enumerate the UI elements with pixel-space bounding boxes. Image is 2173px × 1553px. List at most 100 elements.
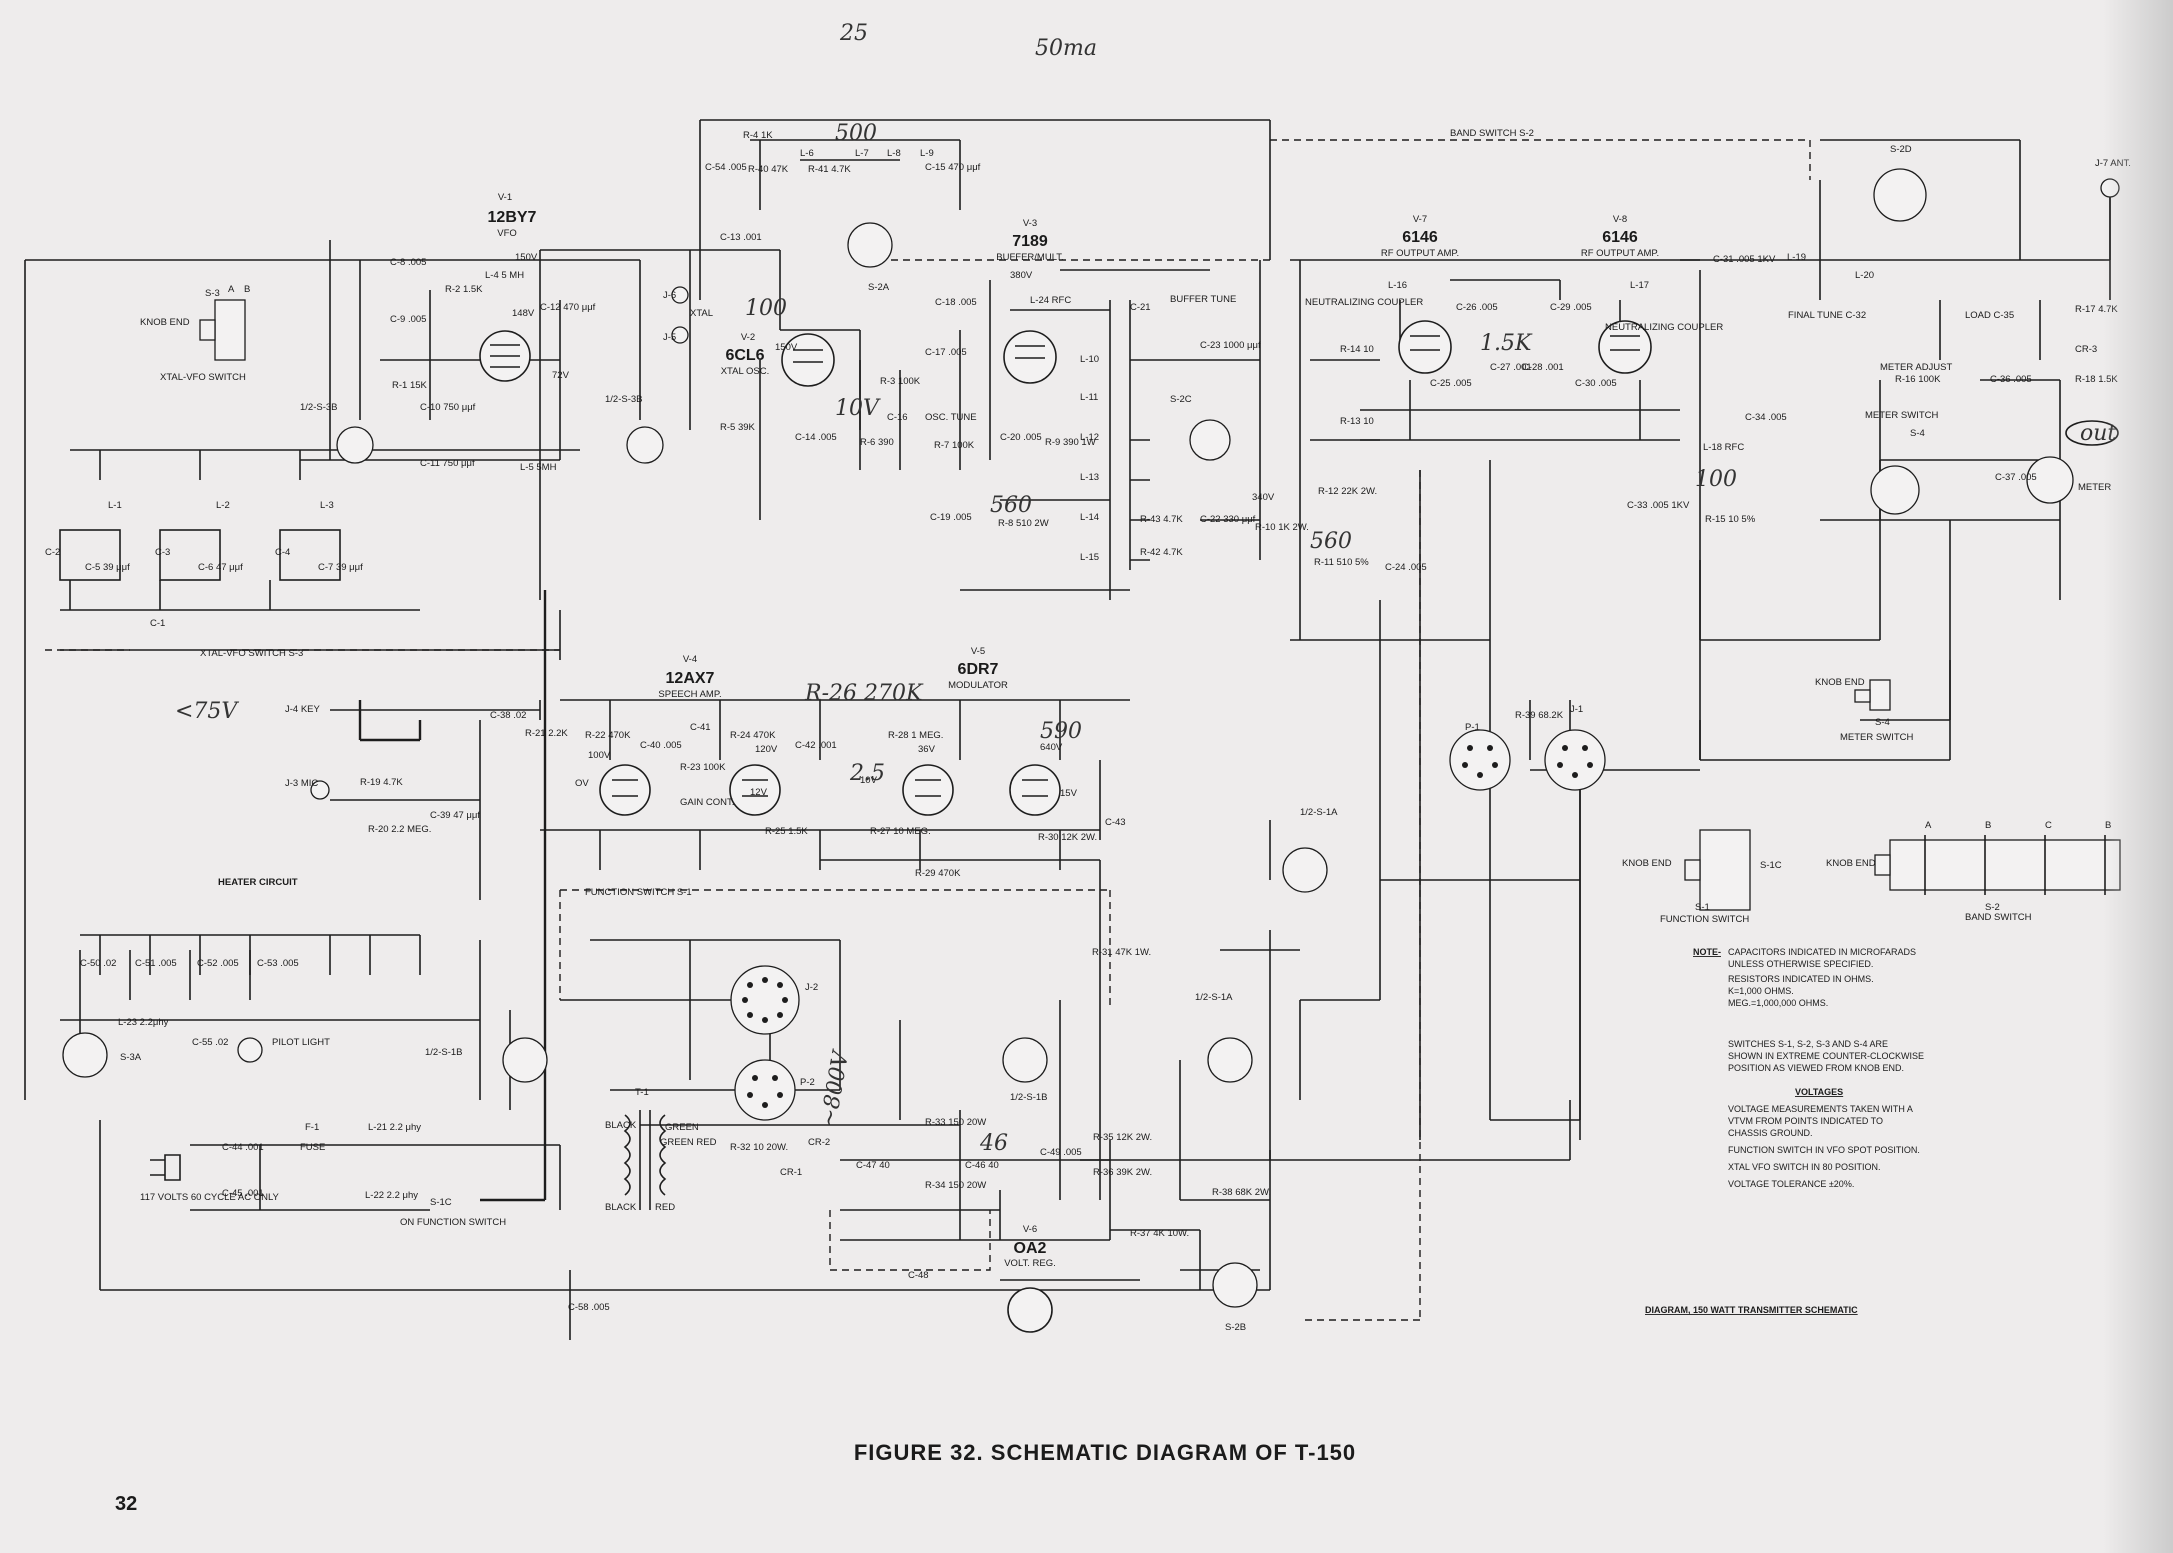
label-s3b-left: 1/2-S-3B <box>300 402 338 413</box>
heater-circuit-label: HEATER CIRCUIT <box>218 877 298 888</box>
tube-v7-envelope <box>1398 320 1452 374</box>
hand-560-b: 560 <box>1310 529 1352 554</box>
voltage-640v: 640V <box>1040 742 1063 753</box>
tube-v2-envelope <box>781 333 835 387</box>
voltages-line-4: FUNCTION SWITCH IN VFO SPOT POSITION. <box>1728 1145 1920 1155</box>
note-line-1: CAPACITORS INDICATED IN MICROFARADS <box>1728 947 1916 957</box>
tube-v7-function: RF OUTPUT AMP. <box>1381 248 1459 259</box>
label-c22: C-22 330 μμf <box>1200 514 1256 525</box>
label-l22: L-22 2.2 μhy <box>365 1190 418 1201</box>
label-c18: C-18 .005 <box>935 297 977 308</box>
wafer-s1a-upper <box>1282 847 1328 893</box>
label-l13: L-13 <box>1080 472 1099 483</box>
label-l8: L-8 <box>887 148 901 159</box>
label-r21: R-21 2.2K <box>525 728 568 739</box>
knob-end-s3: KNOB END <box>140 317 190 328</box>
label-s3-b: B <box>244 284 250 295</box>
voltages-line-5: XTAL VFO SWITCH IN 80 POSITION. <box>1728 1162 1881 1172</box>
handwritten-annotations: 25 50ma <75V R-26 270K 2.5 560 560 100 1… <box>175 21 2119 1156</box>
label-r33: R-33 150 20W <box>925 1117 986 1128</box>
switches-line-1: SWITCHES S-1, S-2, S-3 AND S-4 ARE <box>1728 1039 1888 1049</box>
label-r43: R-43 4.7K <box>1140 514 1183 525</box>
tube-v1-ref: V-1 <box>498 192 512 203</box>
note-line-4: K=1,000 OHMS. <box>1728 986 1794 996</box>
tube-v2-function: XTAL OSC. <box>721 366 770 377</box>
label-r1: R-1 15K <box>392 380 428 391</box>
label-s2-c: C <box>2045 820 2052 831</box>
hand-r26: R-26 270K <box>804 681 924 706</box>
notes-block: NOTE- CAPACITORS INDICATED IN MICROFARAD… <box>1645 947 1924 1315</box>
tube-v2-ref: V-2 <box>741 332 755 343</box>
tube-v6-type: OA2 <box>1014 1240 1047 1257</box>
meter-switch-label: METER SWITCH <box>1840 732 1913 743</box>
tube-v3-envelope <box>1003 330 1057 384</box>
label-c46: C-46 40 <box>965 1160 999 1171</box>
hand-75v: <75V <box>175 699 239 724</box>
label-c27: C-27 .001 <box>1490 362 1532 373</box>
page-number: 32 <box>115 1493 137 1515</box>
label-cr1: CR-1 <box>780 1167 802 1178</box>
power-input-label: 117 VOLTS 60 CYCLE AC ONLY <box>140 1192 280 1203</box>
wafer-s4 <box>1870 465 1920 515</box>
switches-line-2: SHOWN IN EXTREME COUNTER-CLOCKWISE <box>1728 1051 1924 1061</box>
jack-j6 <box>671 286 689 304</box>
key-jack-label: J-4 KEY <box>285 704 321 715</box>
label-l5: L-5 5MH <box>520 462 557 473</box>
voltage-72v: 72V <box>552 370 570 381</box>
label-c13: C-13 .001 <box>720 232 762 243</box>
label-s2b: S-2B <box>1225 1322 1246 1333</box>
label-c45: C-45 .001 <box>222 1188 264 1199</box>
label-c5: C-5 39 μμf <box>85 562 130 573</box>
label-r19: R-19 4.7K <box>360 777 403 788</box>
label-l4: L-4 5 MH <box>485 270 524 281</box>
label-s1b-right: 1/2-S-1B <box>1010 1092 1048 1103</box>
label-wire-red: RED <box>655 1202 675 1213</box>
label-r17: R-17 4.7K <box>2075 304 2118 315</box>
label-c53: C-53 .005 <box>257 958 299 969</box>
label-c44: C-44 .001 <box>222 1142 264 1153</box>
label-r39: R-39 68.2K <box>1515 710 1564 721</box>
label-c39: C-39 47 μμf <box>430 810 480 821</box>
label-r8: R-8 510 2W <box>998 518 1049 529</box>
label-s4: S-4 <box>1910 428 1925 439</box>
label-c38: C-38 .02 <box>490 710 526 721</box>
meter-adjust-label: METER ADJUST <box>1880 362 1953 373</box>
socket-p2 <box>734 1059 796 1121</box>
label-s3b-right: 1/2-S-3B <box>605 394 643 405</box>
label-r5: R-5 39K <box>720 422 756 433</box>
label-c34: C-34 .005 <box>1745 412 1787 423</box>
xtal-vfo-switch-s3-label: XTAL-VFO SWITCH S-3 <box>200 648 303 659</box>
knob-end-s4: KNOB END <box>1815 677 1865 688</box>
hand-800v: ~800V <box>816 1047 854 1129</box>
label-r41: R-41 4.7K <box>808 164 851 175</box>
label-r16: R-16 100K <box>1895 374 1941 385</box>
tube-v3-function: BUFFER/MULT. <box>996 252 1063 263</box>
label-s3-a: A <box>228 284 235 295</box>
label-c9: C-9 .005 <box>390 314 426 325</box>
tubes <box>479 320 1652 1333</box>
label-s1b-left: 1/2-S-1B <box>425 1047 463 1058</box>
label-r23: R-23 100K <box>680 762 726 773</box>
label-s1: S-1 <box>1695 902 1710 913</box>
hand-560-a: 560 <box>990 493 1032 518</box>
voltage-labels: 150V 148V 72V 100V 120V 12V 36V 10V 15V … <box>512 252 1275 799</box>
wafer-s1a-lower <box>1207 1037 1253 1083</box>
socket-p1 <box>1449 729 1511 791</box>
label-c55: C-55 .02 <box>192 1037 228 1048</box>
on-function-switch-label: ON FUNCTION SWITCH <box>400 1217 506 1228</box>
meter-symbol <box>2026 456 2074 504</box>
pilot-lamp <box>237 1037 263 1063</box>
label-j6: J-6 <box>663 290 676 301</box>
label-r20: R-20 2.2 MEG. <box>368 824 431 835</box>
meter-switch-top-label: METER SWITCH <box>1865 410 1938 421</box>
hand-46: 46 <box>979 1131 1008 1156</box>
label-r27: R-27 10 MEG. <box>870 826 931 837</box>
label-r29: R-29 470K <box>915 868 961 879</box>
label-r4: R-4 1K <box>743 130 773 141</box>
label-r24: R-24 470K <box>730 730 776 741</box>
switch-wafers <box>62 168 2120 1308</box>
note-line-3: RESISTORS INDICATED IN OHMS. <box>1728 974 1874 984</box>
label-c15: C-15 470 μμf <box>925 162 981 173</box>
tube-v3-type: 7189 <box>1012 233 1048 250</box>
